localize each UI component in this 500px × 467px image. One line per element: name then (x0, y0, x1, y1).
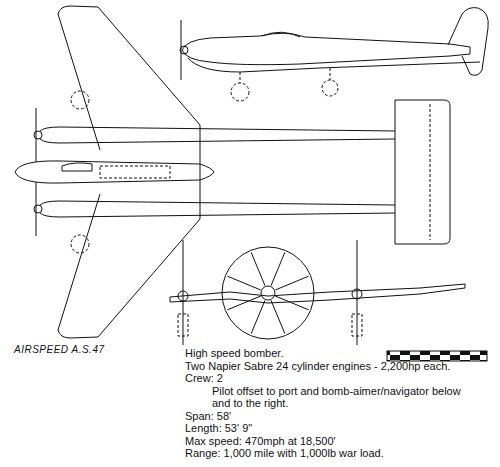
spec-text: Span: 58' (185, 410, 485, 423)
propeller-blade (227, 296, 260, 310)
tail-boom (40, 201, 395, 217)
cockpit (62, 163, 92, 171)
wheel-position (71, 91, 89, 109)
front-view (170, 240, 465, 345)
bomb-bay (100, 166, 170, 178)
spinner (261, 286, 275, 300)
tail-boom (40, 127, 395, 143)
propeller-blade (251, 300, 265, 333)
nacelle-front (352, 289, 362, 299)
spinner (34, 131, 42, 139)
propeller-blade (275, 276, 308, 290)
wing-outline (58, 6, 200, 338)
spec-text: Pilot offset to port and bomb-aimer/navi… (212, 385, 467, 410)
wheel-position (71, 235, 89, 253)
nacelle-front (178, 291, 188, 301)
spec-text: Max speed: 470mph at 18,500' (185, 435, 485, 448)
drawing-title: AIRSPEED A.S.47 (14, 344, 105, 357)
propeller (181, 20, 182, 80)
wing-front (170, 284, 465, 303)
canopy (262, 32, 300, 37)
side-view (180, 8, 488, 101)
spec-text: Length: 53' 9" (185, 422, 485, 435)
propeller-blade (251, 252, 265, 285)
fuselage-side (182, 33, 470, 64)
propeller-blade (227, 276, 260, 290)
spec-text: Crew: 2 (185, 372, 485, 385)
spec-text: Two Napier Sabre 24 cylinder engines - 2… (185, 360, 485, 373)
spec-text: High speed bomber. (185, 347, 485, 360)
fin (448, 8, 488, 76)
fuselage-pod (15, 161, 214, 183)
nacelle-side (188, 58, 480, 72)
propeller-blades (227, 252, 308, 333)
elevator-line (430, 104, 431, 240)
wheel-position (231, 83, 249, 101)
plan-view (15, 6, 450, 338)
spec-text: Range: 1,000 mile with 1,000lb war load. (185, 447, 485, 460)
propeller-disc (222, 247, 314, 339)
spinner (180, 46, 188, 54)
propeller-blade (271, 300, 285, 333)
propeller-blade (271, 252, 285, 285)
spinner (34, 205, 42, 213)
propeller (36, 108, 37, 236)
tailplane (395, 100, 450, 244)
propeller-blade (275, 296, 308, 310)
wheel-leg (240, 68, 330, 83)
wheel-position (178, 314, 362, 336)
propeller (183, 240, 357, 345)
wheel-position (322, 80, 338, 96)
